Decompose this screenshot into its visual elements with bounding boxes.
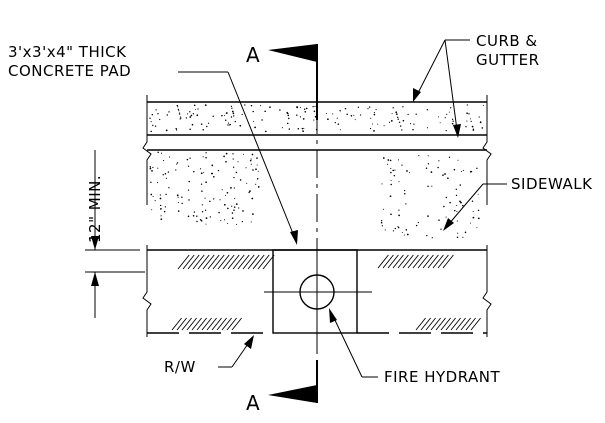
sidewalk-leader [443, 183, 507, 231]
section-arrow-bottom [268, 385, 317, 403]
concrete-pad-label-line2: CONCRETE PAD [8, 62, 131, 80]
curb-stipple [149, 104, 485, 133]
curb-gutter-leaders [413, 39, 470, 138]
break-lines [142, 95, 492, 337]
section-label-bottom: A [246, 391, 260, 415]
sidewalk-label: SIDEWALK [511, 175, 593, 193]
ground-hatching [171, 254, 481, 331]
concrete-pad-leader [178, 71, 298, 245]
curb-gutter-label-line1: CURB & [476, 32, 538, 50]
section-arrow-top [268, 44, 317, 62]
min-offset-dimension [85, 150, 145, 318]
min-offset-label: 12" MIN. [86, 175, 104, 243]
fire-hydrant-symbol [264, 240, 372, 345]
section-label-top: A [246, 43, 260, 67]
right-of-way-label: R/W [164, 358, 196, 376]
sidewalk-stipple [149, 151, 480, 239]
concrete-pad-label-line1: 3'x3'x4" THICK [8, 43, 127, 61]
section-cut-line [268, 44, 318, 403]
fire-hydrant-leader [329, 308, 378, 378]
fire-hydrant-label: FIRE HYDRANT [384, 368, 501, 386]
right-of-way-leader [218, 335, 254, 368]
curb-gutter-label-line2: GUTTER [476, 51, 540, 69]
